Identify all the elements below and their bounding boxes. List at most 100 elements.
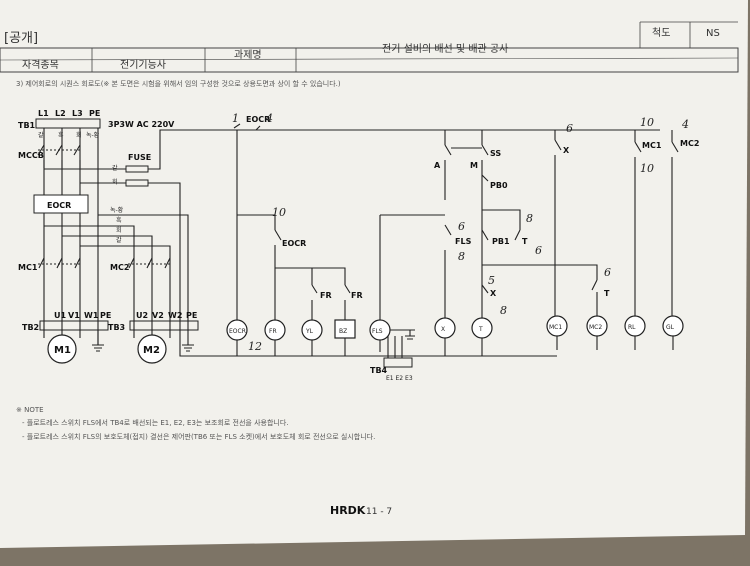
supply-label: 3P3W AC 220V — [108, 120, 175, 129]
eocr-wire-2: 흑 — [116, 216, 122, 224]
pb1-label: PB1 — [492, 237, 510, 246]
hw-eocr-top-left: 1 — [232, 112, 239, 125]
tb2-v1: V1 — [68, 311, 80, 320]
note-line-1: - 플로트레스 스위치 FLS에서 TB4로 배선되는 E1, E2, E3는 … — [22, 418, 289, 427]
header-table: [공개] 자격종목 전기기능사 과제명 전기 설비의 배선 및 배관 공사 척도… — [0, 21, 739, 73]
tb2-u1: U1 — [54, 311, 66, 320]
load-mc2-label: MC2 — [589, 324, 602, 331]
eocr-aux-label: EOCR — [282, 239, 306, 248]
load-fls-label: FLS — [372, 328, 383, 335]
switch-ss: SS — [490, 149, 501, 158]
fuse-label: FUSE — [128, 153, 151, 162]
label-tb2: TB2 — [22, 323, 39, 332]
eocr-wire-1: 녹-황 — [110, 206, 124, 214]
label-pe: PE — [89, 109, 100, 118]
note-title: ※ NOTE — [16, 406, 44, 414]
motor-m2 — [137, 334, 167, 364]
fr-contact-2: FR — [351, 291, 363, 300]
load-bz-label: BZ — [339, 328, 347, 335]
fuse-wire-1: 갈 — [112, 164, 118, 172]
wire-color-4: 녹-황 — [86, 131, 100, 139]
scale-value: NS — [706, 28, 720, 39]
label-l3: L3 — [72, 109, 83, 118]
fls-contact-label: FLS — [455, 237, 472, 246]
label-tb3: TB3 — [108, 323, 125, 332]
motor-m1 — [47, 334, 77, 364]
eocr-wire-4: 갈 — [116, 236, 122, 244]
label-mccb: MCCB — [18, 151, 44, 160]
motor-m1-label: M1 — [54, 345, 71, 356]
hw-6a: 6 — [458, 220, 465, 233]
label-tb1: TB1 — [18, 121, 36, 130]
hw-12a: 12 — [248, 340, 262, 353]
hw-8a: 8 — [458, 250, 465, 263]
x-contact-1: X — [563, 146, 570, 155]
hw-6d: 6 — [604, 266, 611, 279]
tb1-block — [35, 118, 101, 129]
header-tag: [공개] — [4, 31, 38, 46]
load-gl-label: GL — [666, 324, 675, 331]
fuse-wire-2: 회 — [112, 178, 118, 186]
mc1-power-label: MC1 — [18, 263, 38, 272]
tb4-label: TB4 — [370, 366, 388, 375]
wire-color-2: 흑 — [58, 131, 64, 139]
t-contact-2: T — [604, 289, 610, 298]
tb2-pe: PE — [100, 311, 111, 320]
wire-color-1: 갈 — [38, 131, 44, 139]
power-circuit: L1 L2 L3 PE TB1 3P3W AC 220V MCCB 갈 흑 회 … — [18, 109, 445, 364]
t-contact-1: T — [522, 237, 528, 246]
tb4-block — [383, 357, 413, 368]
tb3-u2: U2 — [136, 311, 148, 320]
control-circuit: EOCR 1 4 EOCR 12 EOCR 10 FR FR FR YL BZ … — [200, 112, 699, 382]
tb2-w1: W1 — [84, 311, 99, 320]
mc2-power-label: MC2 — [110, 263, 129, 272]
pb0-label: PB0 — [490, 181, 508, 190]
exam-value: 전기기능사 — [120, 59, 166, 71]
footer-page: 11 - 7 — [366, 507, 392, 517]
tb3-v2: V2 — [152, 311, 164, 320]
fr-contact-1: FR — [320, 291, 332, 300]
hw-eocr-top-right: 4 — [265, 112, 273, 125]
hw-5a: 5 — [488, 274, 495, 287]
load-yl-label: YL — [305, 328, 314, 335]
load-fr-label: FR — [269, 328, 277, 335]
mc2-contact-label: MC2 — [680, 139, 699, 148]
hw-10: 10 — [272, 206, 286, 219]
eocr-top-label: EOCR — [246, 115, 270, 124]
load-t-label: T — [478, 326, 483, 333]
footer-brand: HRDK — [330, 504, 366, 517]
hw-6c: 6 — [566, 122, 573, 135]
tb4-terms: E1 E2 E3 — [386, 375, 413, 382]
x-contact-2: X — [490, 289, 497, 298]
exam-label: 자격종목 — [22, 58, 59, 71]
load-rl-label: RL — [628, 324, 636, 331]
eocr-wire-3: 회 — [116, 226, 122, 234]
paper-sheet — [0, 0, 748, 548]
label-l2: L2 — [55, 109, 66, 118]
hw-10b: 10 — [640, 116, 654, 129]
eocr-power-box — [33, 194, 89, 214]
eocr-power-label: EOCR — [47, 201, 71, 210]
load-eocr-label: EOCR — [229, 328, 246, 335]
switch-m: M — [470, 161, 478, 170]
hw-4: 4 — [681, 118, 689, 131]
task-value: 전기 설비의 배선 및 배관 공사 — [382, 43, 508, 55]
load-mc1-label: MC1 — [549, 324, 562, 331]
mc1-contact-label: MC1 — [642, 141, 662, 150]
section-title: 3) 제어회로의 시퀀스 회로도(※ 본 도면은 시험을 위해서 임의 구성한 … — [16, 79, 341, 88]
task-label: 과제명 — [234, 49, 262, 61]
motor-m2-label: M2 — [143, 345, 160, 356]
tb2-block — [39, 320, 109, 331]
load-x-label: X — [441, 326, 445, 333]
tb3-w2: W2 — [168, 311, 182, 320]
hw-8b: 8 — [526, 212, 533, 225]
tb3-block — [129, 320, 199, 331]
tb3-pe: PE — [186, 311, 197, 320]
hw-10c: 10 — [640, 162, 654, 175]
switch-a: A — [434, 161, 441, 170]
note-line-2: - 플로트레스 스위치 FLS의 보호도체(접지) 결선은 제어판(TB6 또는… — [22, 432, 375, 441]
hw-6b: 6 — [535, 244, 542, 257]
hw-8c: 8 — [500, 304, 507, 317]
